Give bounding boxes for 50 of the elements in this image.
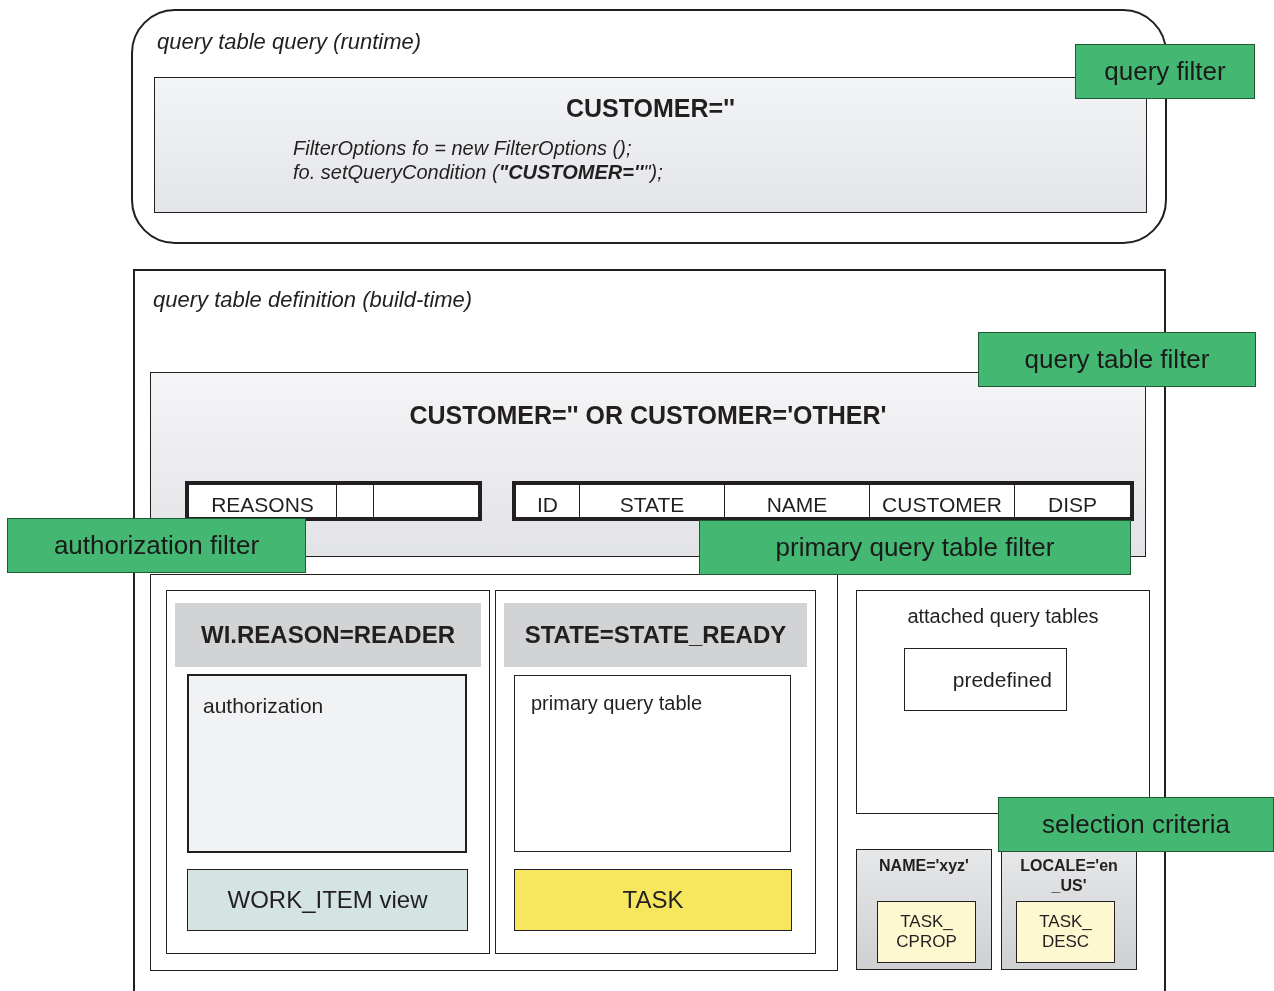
table-name: TASK_ DESC bbox=[1038, 912, 1093, 952]
filter-tag bbox=[978, 332, 1256, 387]
filter-condition: CUSTOMER='' OR CUSTOMER='OTHER' bbox=[408, 400, 888, 431]
table-name: TASK_ CPROP bbox=[895, 912, 958, 952]
view-container bbox=[150, 574, 838, 971]
view-panel bbox=[495, 590, 816, 954]
table-box bbox=[1016, 901, 1115, 963]
filter-header: WI.REASON=READER bbox=[175, 603, 481, 667]
box-label: predefined bbox=[952, 666, 1052, 693]
tag-label: query filter bbox=[1104, 55, 1226, 88]
tag-label: query table filter bbox=[1024, 343, 1210, 376]
filter-tag bbox=[1075, 44, 1255, 99]
criteria-text: LOCALE='en _US' bbox=[1019, 856, 1119, 896]
view-box bbox=[187, 674, 467, 853]
table-bar bbox=[514, 869, 792, 931]
criteria-text: NAME='xyz' bbox=[878, 856, 970, 876]
table-box bbox=[514, 675, 791, 852]
criteria-box bbox=[856, 849, 992, 970]
table-box bbox=[877, 901, 976, 963]
column-header: REASONS bbox=[211, 492, 314, 518]
code-line: FilterOptions fo = new FilterOptions (); bbox=[293, 135, 633, 160]
criteria-box bbox=[1001, 849, 1137, 970]
box-label: authorization bbox=[203, 693, 324, 719]
filter-tag bbox=[998, 797, 1274, 852]
column-header: ID bbox=[537, 492, 558, 518]
filter-tag bbox=[699, 520, 1131, 575]
table-box bbox=[904, 648, 1067, 711]
view-panel bbox=[166, 590, 490, 954]
view-bar bbox=[187, 869, 468, 931]
tag-label: primary query table filter bbox=[775, 531, 1055, 564]
column-header: DISP bbox=[1048, 492, 1097, 518]
runtime-panel bbox=[131, 9, 1167, 244]
box-label: primary query table bbox=[531, 691, 703, 716]
tag-label: authorization filter bbox=[53, 529, 260, 562]
attached-tables-box bbox=[856, 590, 1150, 814]
code-line: fo. setQueryCondition ("CUSTOMER=''"); bbox=[293, 159, 664, 184]
panel-title: query table definition (build-time) bbox=[153, 286, 473, 314]
table-columns bbox=[185, 481, 482, 521]
filter-condition: CUSTOMER='' bbox=[564, 93, 737, 124]
column-header: CUSTOMER bbox=[882, 492, 1002, 518]
column-header: STATE bbox=[619, 492, 685, 518]
table-columns bbox=[512, 481, 1134, 521]
column-header: NAME bbox=[766, 492, 828, 518]
panel-title: query table query (runtime) bbox=[157, 28, 422, 56]
bar-label: TASK bbox=[622, 885, 684, 915]
filter-tag bbox=[7, 518, 306, 573]
box-label: attached query tables bbox=[906, 604, 1100, 629]
tag-label: selection criteria bbox=[1042, 808, 1230, 841]
filter-header: STATE=STATE_READY bbox=[504, 603, 807, 667]
bar-label: WORK_ITEM view bbox=[227, 885, 428, 915]
